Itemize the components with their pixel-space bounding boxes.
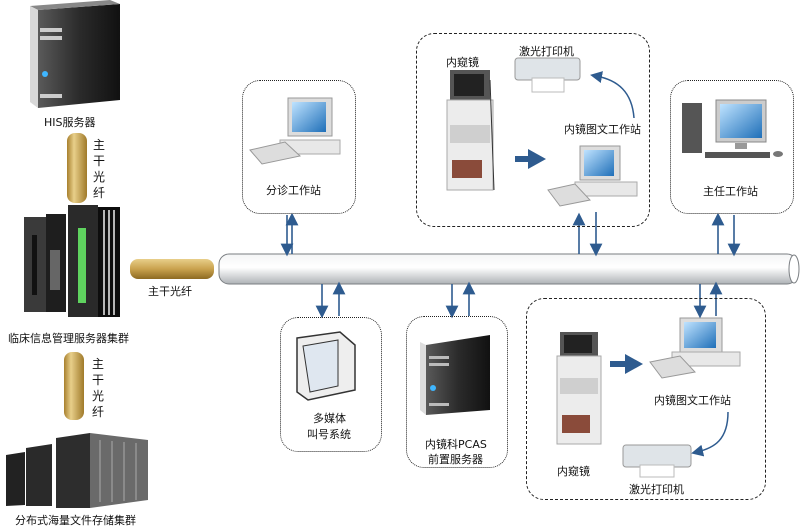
print-curve-arrow-bottom: [691, 411, 729, 457]
network-bus: [218, 253, 800, 285]
triage-computer-icon: [249, 97, 341, 165]
endoscope-cart-icon-top: [446, 70, 495, 191]
multimedia-label-line2: 叫号系统: [307, 428, 351, 441]
flow-arrow-bottom: [610, 354, 643, 374]
his-server-icon: [30, 0, 120, 108]
triage-label: 分诊工作站: [266, 184, 321, 197]
cluster-label: 临床信息管理服务器集群: [8, 332, 129, 345]
multimedia-box: [280, 317, 382, 452]
storage-cluster-icon: [6, 433, 148, 508]
bus-connectors: [280, 212, 741, 319]
director-station-box: [670, 80, 794, 214]
endoscopy-room-bottom-box: [526, 298, 766, 500]
server-cluster-icon: [24, 205, 120, 317]
endoscopy-computer-icon-bottom: [649, 317, 741, 379]
printer-label-top: 激光打印机: [519, 45, 574, 58]
triage-station-box: [242, 80, 356, 214]
director-label: 主任工作站: [703, 185, 758, 198]
director-computer-icon: [682, 99, 783, 158]
workstation-label-bottom: 内镜图文工作站: [654, 394, 731, 407]
pacs-label-line1: 内镜科PCAS: [425, 438, 487, 451]
fiber-horizontal-label: 主干光纤: [148, 285, 192, 298]
flow-arrow-top: [515, 149, 546, 169]
printer-icon-top: [514, 57, 581, 93]
fiber-vertical-bottom: [64, 352, 84, 420]
print-curve-arrow-top: [590, 71, 635, 119]
pacs-box: [406, 316, 508, 468]
endoscope-label-top: 内窥镜: [446, 56, 479, 69]
printer-label-bottom: 激光打印机: [629, 483, 684, 496]
his-server-label: HIS服务器: [44, 116, 96, 129]
endoscope-cart-icon-bottom: [556, 332, 602, 445]
multimedia-monitor-icon: [296, 331, 356, 401]
endoscopy-computer-icon-top: [547, 145, 638, 207]
multimedia-label-line1: 多媒体: [313, 412, 346, 425]
endoscope-label-bottom: 内窥镜: [557, 465, 590, 478]
fiber-horizontal: [130, 259, 214, 279]
endoscopy-room-top-box: [416, 33, 650, 227]
pacs-label-line2: 前置服务器: [428, 453, 483, 466]
workstation-label-top: 内镜图文工作站: [564, 123, 641, 136]
pacs-server-icon: [420, 335, 490, 415]
printer-icon-bottom: [622, 444, 692, 478]
fiber-vertical-top: [67, 133, 87, 203]
storage-label: 分布式海量文件存储集群: [15, 514, 136, 527]
